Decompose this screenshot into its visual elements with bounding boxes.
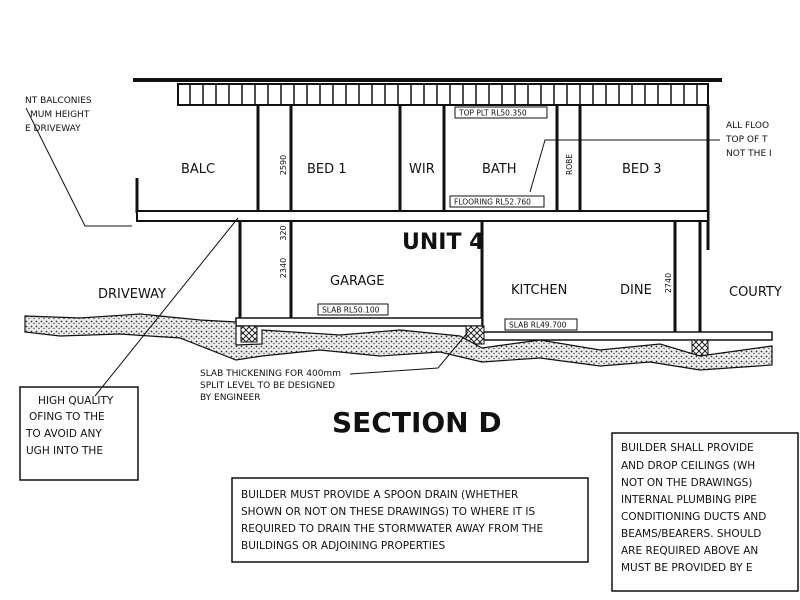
room-bed3: BED 3 [622, 162, 662, 177]
dim-kitchen-height: 2740 [664, 273, 673, 293]
note-left-line-2: OFING TO THE [29, 411, 105, 423]
room-bed1: BED 1 [307, 162, 347, 177]
room-garage: GARAGE [330, 274, 384, 289]
note-right-line-6: BEAMS/BEARERS. SHOULD [621, 528, 761, 540]
note-right-line-4: INTERNAL PLUMBING PIPE [621, 494, 757, 506]
note-left-line-4: UGH INTO THE [26, 445, 103, 457]
first-floor-slab [136, 210, 709, 222]
leader-lines [25, 107, 720, 397]
unit-label: UNIT 4 [402, 230, 484, 255]
section-title: SECTION D [332, 406, 502, 439]
level-top-plt: TOP PLT RL50.350 [458, 109, 527, 118]
ground-floor-walls [238, 221, 702, 345]
dim-floor-depth: 320 [279, 225, 288, 240]
note-slab-thickening: SLAB THICKENING FOR 400mm SPLIT LEVEL TO… [200, 369, 341, 403]
room-kitchen: KITCHEN [511, 283, 567, 298]
roof-truss-webs [189, 84, 698, 105]
note-top-left-line-1: NT BALCONIES [25, 96, 92, 106]
room-robe: ROBE [565, 154, 574, 175]
level-flooring: FLOORING RL52.760 [454, 198, 531, 207]
room-bath: BATH [482, 162, 517, 177]
note-spoon-line-1: BUILDER MUST PROVIDE A SPOON DRAIN (WHET… [241, 489, 518, 501]
note-top-left: NT BALCONIES MUM HEIGHT E DRIVEWAY [25, 96, 92, 134]
level-tags: TOP PLT RL50.350 FLOORING RL52.760 SLAB … [317, 106, 578, 331]
note-box-left: HIGH QUALITY OFING TO THE TO AVOID ANY U… [19, 386, 139, 481]
room-driveway: DRIVEWAY [98, 287, 166, 302]
room-courtyard: COURTY [729, 285, 782, 300]
roof [133, 78, 722, 106]
note-top-right-line-2: TOP OF T [725, 135, 768, 145]
note-slab-line-3: BY ENGINEER [200, 393, 260, 403]
level-slab-garage: SLAB RL50.100 [322, 306, 380, 315]
note-left-line-1: HIGH QUALITY [38, 395, 114, 407]
note-spoon-line-2: SHOWN OR NOT ON THESE DRAWINGS) TO WHERE… [241, 506, 535, 518]
dimension-upper: 2590 320 2340 2740 [279, 108, 673, 293]
ground-slabs [235, 317, 773, 357]
note-spoon-line-4: BUILDINGS OR ADJOINING PROPERTIES [241, 540, 445, 552]
ground-terrain [24, 313, 773, 371]
note-right-line-5: CONDITIONING DUCTS AND [621, 511, 766, 523]
note-slab-line-1: SLAB THICKENING FOR 400mm [200, 369, 341, 379]
room-labels: BALC BED 1 WIR BATH ROBE BED 3 DRIVEWAY … [98, 154, 782, 302]
dim-garage-height: 2340 [279, 258, 288, 278]
note-top-right: ALL FLOO TOP OF T NOT THE I [725, 121, 772, 159]
note-slab-line-2: SPLIT LEVEL TO BE DESIGNED [200, 381, 335, 391]
note-top-right-line-1: ALL FLOO [726, 121, 769, 131]
note-box-right: BUILDER SHALL PROVIDE AND DROP CEILINGS … [611, 432, 799, 592]
note-top-left-line-2: MUM HEIGHT [30, 110, 90, 120]
room-dine: DINE [620, 283, 652, 298]
note-right-line-7: ARE REQUIRED ABOVE AN [621, 545, 758, 557]
upper-floor-walls [135, 105, 710, 250]
note-top-left-line-3: E DRIVEWAY [25, 124, 81, 134]
note-spoon-line-3: REQUIRED TO DRAIN THE STORMWATER AWAY FR… [241, 523, 543, 535]
note-top-right-line-3: NOT THE I [726, 149, 772, 159]
note-right-line-2: AND DROP CEILINGS (WH [621, 460, 755, 472]
note-right-line-8: MUST BE PROVIDED BY E [621, 562, 752, 574]
room-balc: BALC [181, 162, 215, 177]
level-slab-kitchen: SLAB RL49.700 [509, 321, 567, 330]
note-left-line-3: TO AVOID ANY [25, 428, 102, 440]
dim-upper-height: 2590 [279, 155, 288, 175]
room-wir: WIR [409, 162, 435, 177]
note-box-spoon-drain: BUILDER MUST PROVIDE A SPOON DRAIN (WHET… [231, 477, 589, 563]
note-right-line-1: BUILDER SHALL PROVIDE [621, 442, 754, 454]
note-right-line-3: NOT ON THE DRAWINGS) [621, 477, 752, 489]
